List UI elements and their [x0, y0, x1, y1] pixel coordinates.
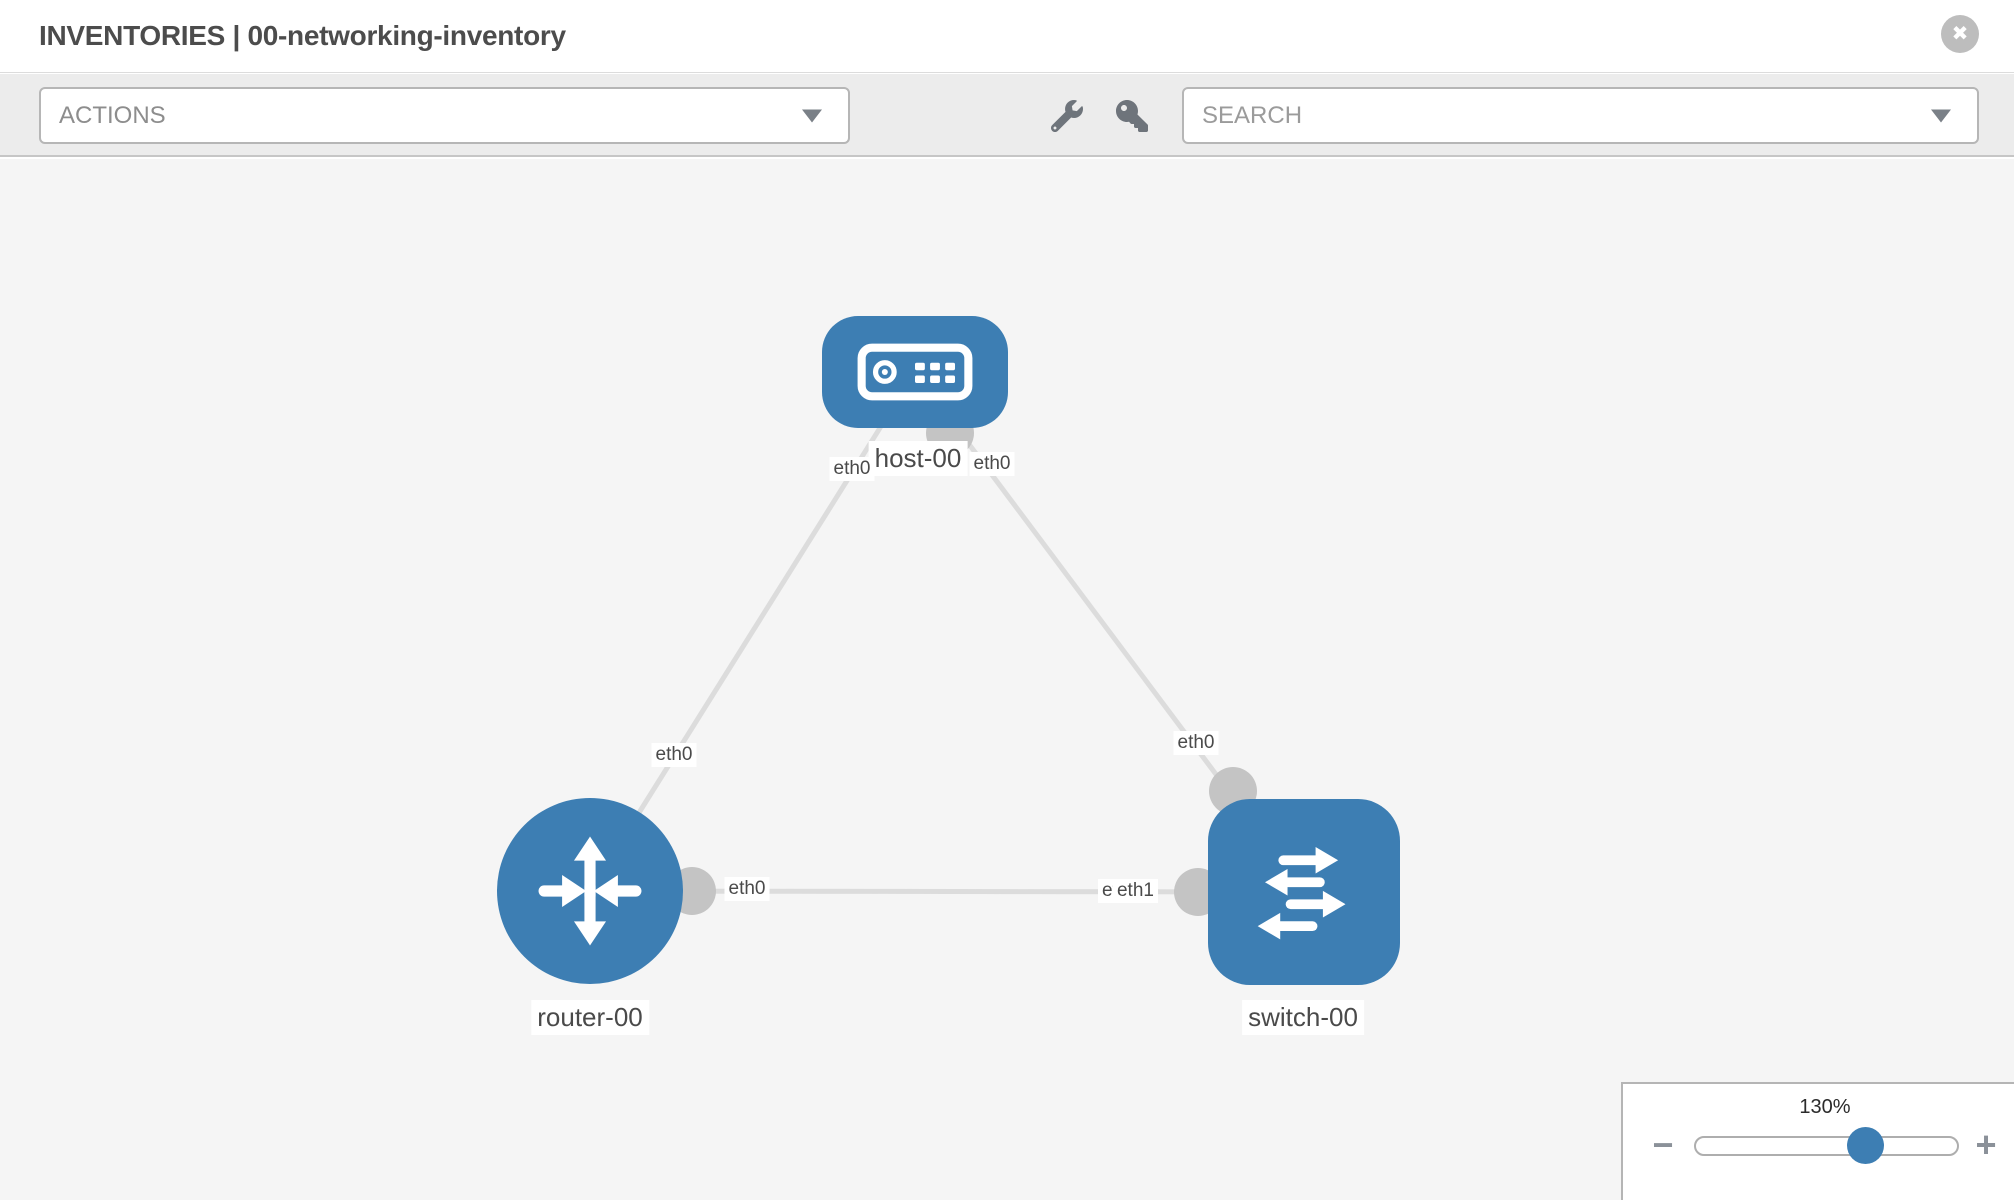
toolbar: ACTIONS SEARCH	[0, 74, 2014, 157]
zoom-slider-track[interactable]	[1694, 1136, 1959, 1156]
close-button[interactable]: ✖	[1941, 15, 1979, 53]
node-switch-00[interactable]	[1208, 799, 1400, 985]
iface-label-host-switch-switchend: eth0	[1173, 731, 1219, 755]
switch-icon	[1257, 847, 1346, 940]
zoom-in-button[interactable]: +	[1975, 1124, 1997, 1165]
zoom-level-value: 130%	[1799, 1096, 1851, 1118]
chevron-down-icon	[802, 109, 822, 122]
topology-canvas[interactable]: host-00 router-00 switch-00 eth0 eth0 et…	[0, 159, 2014, 1200]
iface-label-host-router-hostend: eth0	[829, 457, 875, 481]
iface-label-router-switch-routerend: eth0	[724, 877, 770, 901]
router-icon	[538, 836, 642, 946]
chevron-down-icon	[1931, 109, 1951, 122]
iface-label-router-switch-switchend-group: eth0 eth1	[1098, 879, 1158, 903]
node-host-00[interactable]	[822, 316, 1008, 428]
iface-label-host-switch-hostend: eth0	[969, 452, 1015, 476]
iface-label-eth1-front: eth1	[1112, 879, 1158, 903]
node-label-switch: switch-00	[1242, 1000, 1364, 1035]
node-router-00[interactable]	[497, 798, 683, 984]
actions-dropdown[interactable]: ACTIONS	[39, 87, 850, 144]
node-label-host: host-00	[868, 441, 968, 476]
zoom-slider-thumb[interactable]	[1847, 1127, 1884, 1164]
key-icon	[1116, 100, 1148, 132]
actions-dropdown-label: ACTIONS	[59, 101, 166, 129]
wrench-icon	[1051, 100, 1083, 132]
search-dropdown[interactable]: SEARCH	[1182, 87, 1979, 144]
zoom-control-panel: 130% − +	[1621, 1082, 2014, 1200]
page-title: INVENTORIES | 00-networking-inventory	[39, 20, 566, 51]
node-label-router: router-00	[531, 1000, 649, 1035]
header-bar: INVENTORIES | 00-networking-inventory ✖	[0, 0, 2014, 73]
configure-button[interactable]	[1050, 99, 1084, 133]
host-icon	[857, 343, 973, 401]
search-dropdown-label: SEARCH	[1202, 101, 1303, 129]
iface-label-host-router-routerend: eth0	[651, 743, 697, 767]
credentials-button[interactable]	[1115, 99, 1149, 133]
close-icon: ✖	[1951, 23, 1969, 45]
topology-links	[587, 370, 1307, 895]
zoom-out-button[interactable]: −	[1652, 1124, 1674, 1165]
